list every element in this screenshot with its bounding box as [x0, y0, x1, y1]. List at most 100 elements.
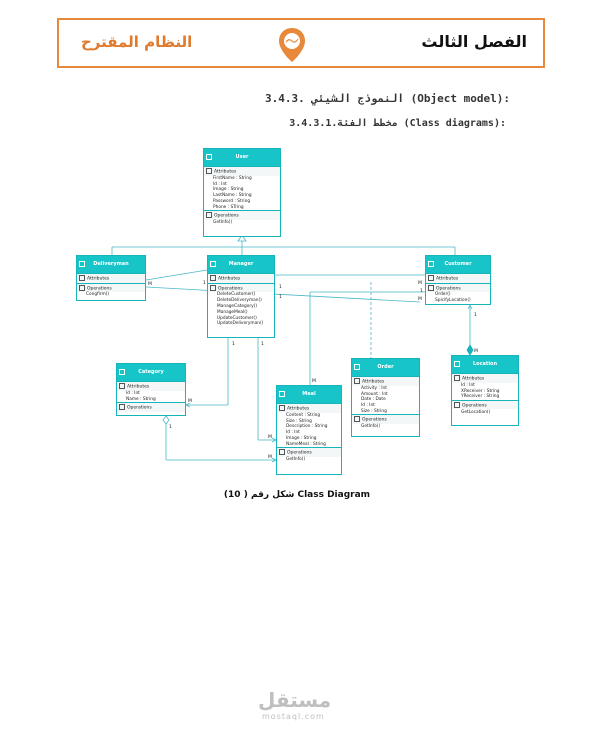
class-category: Category Attributes Id : Int Name : Stri…	[116, 363, 186, 416]
operations-label: Operations	[287, 450, 312, 456]
class-meal: Meal Attributes Content : String Size : …	[276, 385, 342, 475]
collapse-icon	[206, 168, 212, 174]
mult-label: M	[474, 348, 478, 354]
attribute: Password : String	[213, 199, 251, 205]
watermark-domain: mostaql.com	[262, 712, 325, 721]
operation: GetInfo()	[361, 424, 381, 430]
collapse-icon	[79, 275, 85, 281]
collapse-icon	[279, 449, 285, 456]
collapse-icon	[210, 275, 216, 281]
operation: Order()	[435, 292, 451, 298]
attribute: NameMeal : String	[286, 441, 326, 447]
class-customer: Customer Attributes Operations Order() S…	[425, 255, 491, 305]
attribute: FirstName : String	[213, 175, 252, 181]
attributes-label: Attributes	[287, 406, 310, 412]
operations-label: Operations	[214, 213, 239, 219]
mult-label: M	[188, 398, 192, 404]
operations-label: Operations	[362, 417, 387, 423]
class-icon	[206, 154, 212, 160]
location-pin-icon	[279, 28, 305, 62]
class-manager: Manager Attributes Operations DeleteCust…	[207, 255, 275, 338]
attribute: Phone : STring	[213, 204, 244, 210]
operation: SpicifyLocation()	[435, 298, 471, 304]
mult-label: 1	[261, 341, 264, 347]
collapse-icon	[279, 405, 285, 411]
class-icon	[210, 261, 216, 267]
operations-label: Operations	[462, 403, 487, 409]
operation: UpdateDeliveryman()	[217, 321, 264, 327]
attribute: Activity : Int	[361, 385, 387, 391]
operations-label: Operations	[436, 286, 461, 291]
collapse-icon	[119, 404, 125, 411]
collapse-icon	[428, 275, 434, 281]
attribute: Image : String	[213, 187, 244, 193]
operation: DeleteDeliveryman()	[217, 298, 262, 304]
mult-label: M	[268, 454, 272, 460]
chapter-header: الفصل الثالث النظام المقترح	[57, 18, 545, 68]
attribute: XReceiver : String	[461, 388, 500, 394]
attribute: Amount : Int	[361, 391, 388, 397]
class-deliveryman: Deliveryman Attributes Operations Congfi…	[76, 255, 146, 301]
attribute: Id : Int	[213, 181, 227, 187]
attribute: Description : String	[286, 424, 328, 430]
attribute: Content : String	[286, 412, 321, 418]
attribute: YReceiver : String	[461, 394, 500, 400]
watermark-logo: مستقل	[258, 688, 332, 712]
operation: ManageCategory()	[217, 303, 258, 309]
attributes-label: Attributes	[218, 276, 241, 282]
operation: Congfirm()	[86, 292, 110, 298]
mult-label: 1	[420, 288, 423, 294]
mult-label: M	[418, 296, 422, 302]
class-name: Location	[472, 361, 498, 367]
operation: ManageMeal()	[217, 309, 248, 315]
operation: GetInfo()	[286, 457, 306, 463]
class-icon	[454, 361, 460, 367]
class-user: User Attributes FirstName : String Id : …	[203, 148, 281, 237]
class-icon	[428, 261, 434, 267]
operations-label: Operations	[218, 286, 243, 291]
attribute: Size : String	[286, 418, 312, 424]
collapse-icon	[119, 383, 125, 389]
chapter-title: الفصل الثالث	[421, 32, 527, 51]
mult-label: M	[418, 280, 422, 286]
attribute: Id : Int	[361, 403, 375, 409]
attributes-label: Attributes	[87, 276, 110, 282]
mult-label: 1	[474, 312, 477, 318]
class-name: Customer	[444, 261, 472, 267]
operation: GetLocation()	[461, 409, 491, 415]
class-order: Order Attributes Activity : Int Amount :…	[351, 358, 420, 437]
class-name: Deliveryman	[93, 261, 129, 267]
class-icon	[279, 391, 285, 397]
operation: GetInfo()	[213, 220, 233, 226]
attribute: Id : Int	[461, 382, 475, 388]
section-heading: 3.4.3. النموذج الشيئي (Object model):	[264, 92, 510, 105]
collapse-icon	[206, 212, 212, 219]
mult-label: 1	[203, 280, 206, 286]
operation: UpdateCustomer()	[217, 315, 257, 321]
collapse-icon	[354, 378, 360, 384]
class-location: Location Attributes Id : Int XReceiver :…	[451, 355, 519, 426]
mult-label: 1	[232, 341, 235, 347]
attributes-label: Attributes	[436, 276, 459, 282]
mult-label: 1	[279, 284, 282, 290]
mult-label: M	[312, 378, 316, 384]
collapse-icon	[79, 284, 85, 291]
collapse-icon	[210, 284, 216, 291]
attribute: Date : Date	[361, 397, 386, 403]
attributes-label: Attributes	[462, 376, 485, 382]
class-name: Meal	[302, 391, 316, 397]
attribute: LastName : String	[213, 193, 252, 199]
operations-label: Operations	[127, 405, 152, 411]
subsection-heading: 3.4.3.1.مخطط الفئة (Class diagrams):	[289, 118, 506, 129]
collapse-icon	[454, 401, 460, 408]
collapse-icon	[354, 416, 360, 423]
attribute: Id : Int	[126, 390, 140, 396]
attribute: Size : String	[361, 409, 387, 415]
class-icon	[354, 364, 360, 370]
attribute: Image : String	[286, 436, 317, 442]
class-name: User	[235, 154, 249, 160]
class-name: Manager	[228, 261, 254, 267]
attributes-label: Attributes	[127, 384, 150, 390]
operation: DeleteCustomer()	[217, 292, 256, 298]
